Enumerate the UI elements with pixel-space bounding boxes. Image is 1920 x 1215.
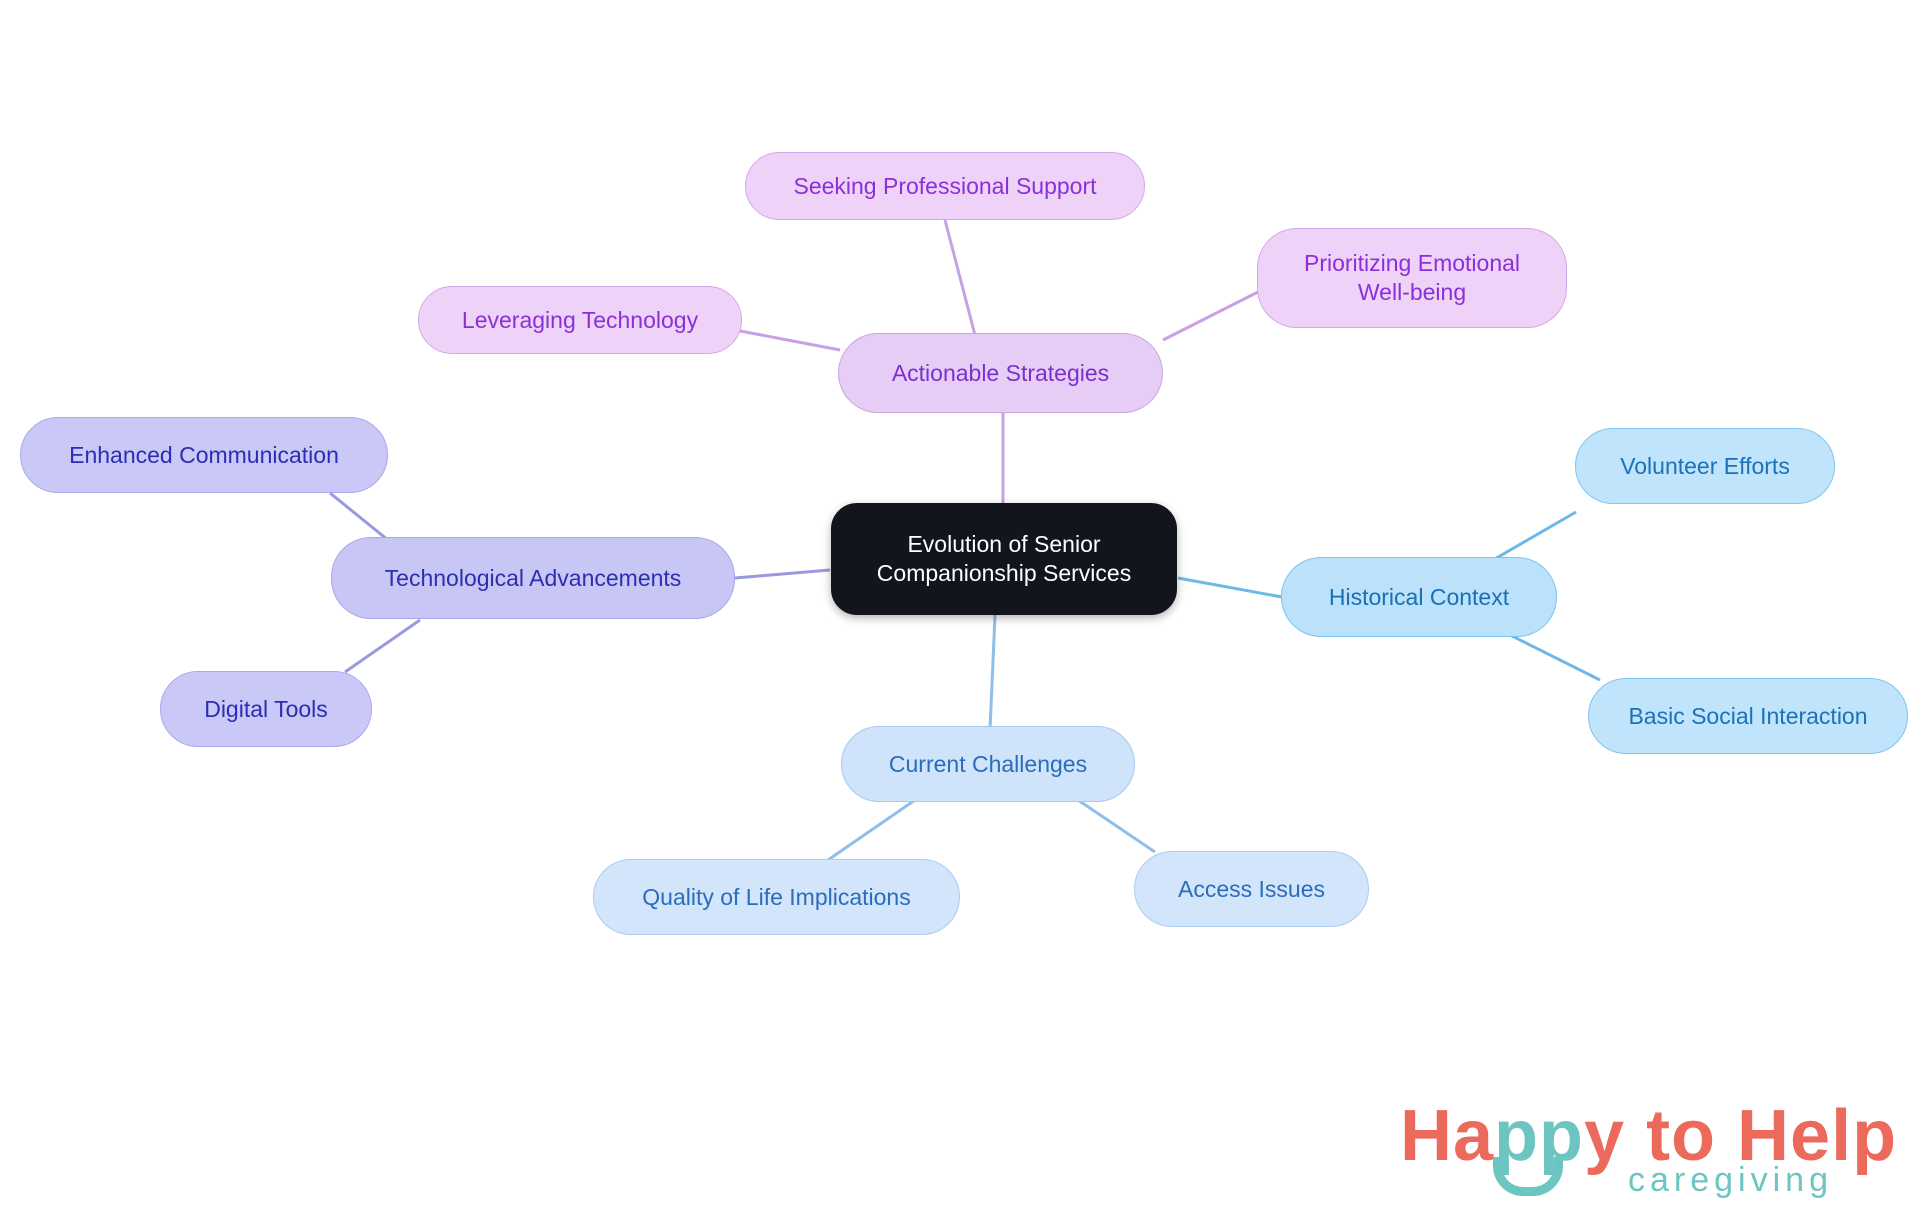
edge-historical-basic-social-interaction	[1499, 628, 1601, 682]
mindmap-leaf-leveraging-technology[interactable]: Leveraging Technology	[418, 286, 742, 354]
mindmap-leaf-enhanced-communication[interactable]: Enhanced Communication	[20, 417, 388, 493]
edge-challenges-access-issues	[1074, 796, 1156, 854]
mindmap-leaf-digital-tools[interactable]: Digital Tools	[160, 671, 372, 747]
edge-root-technological-advancements	[734, 568, 831, 580]
mindmap-leaf-quality-of-life-implications[interactable]: Quality of Life Implications	[593, 859, 960, 935]
mindmap-branch-current-challenges[interactable]: Current Challenges	[841, 726, 1135, 802]
edge-root-current-challenges	[988, 614, 997, 731]
edge-root-historical-context	[1177, 576, 1283, 599]
mindmap-root-node[interactable]: Evolution of Senior Companionship Servic…	[831, 503, 1177, 615]
logo-tagline: caregiving	[1628, 1161, 1833, 1199]
edge-actionable-leveraging-technology	[734, 328, 841, 352]
edge-actionable-prioritizing-wellbeing	[1162, 290, 1259, 342]
logo-word-part3: y to Help	[1584, 1096, 1898, 1176]
mindmap-leaf-volunteer-efforts[interactable]: Volunteer Efforts	[1575, 428, 1835, 504]
edge-tech-digital-tools	[344, 618, 421, 674]
mindmap-leaf-seeking-professional-support[interactable]: Seeking Professional Support	[745, 152, 1145, 220]
mindmap-leaf-prioritizing-emotional-well-being[interactable]: Prioritizing Emotional Well-being	[1257, 228, 1567, 328]
mindmap-branch-actionable-strategies[interactable]: Actionable Strategies	[838, 333, 1163, 413]
edge-challenges-quality-of-life	[827, 798, 916, 862]
logo-word-part1: Ha	[1400, 1096, 1495, 1176]
happy-to-help-logo: Happy to Help caregiving	[1400, 1095, 1896, 1205]
edge-historical-volunteer-efforts	[1492, 510, 1577, 562]
mindmap-leaf-basic-social-interaction[interactable]: Basic Social Interaction	[1588, 678, 1908, 754]
edge-tech-enhanced-communication	[329, 491, 389, 542]
mindmap-leaf-access-issues[interactable]: Access Issues	[1134, 851, 1369, 927]
edge-actionable-seeking-support	[943, 219, 977, 336]
smile-icon	[1493, 1157, 1563, 1196]
mindmap-branch-historical-context[interactable]: Historical Context	[1281, 557, 1557, 637]
logo-wordmark: Happy to Help	[1400, 1095, 1897, 1177]
mindmap-branch-technological-advancements[interactable]: Technological Advancements	[331, 537, 735, 619]
